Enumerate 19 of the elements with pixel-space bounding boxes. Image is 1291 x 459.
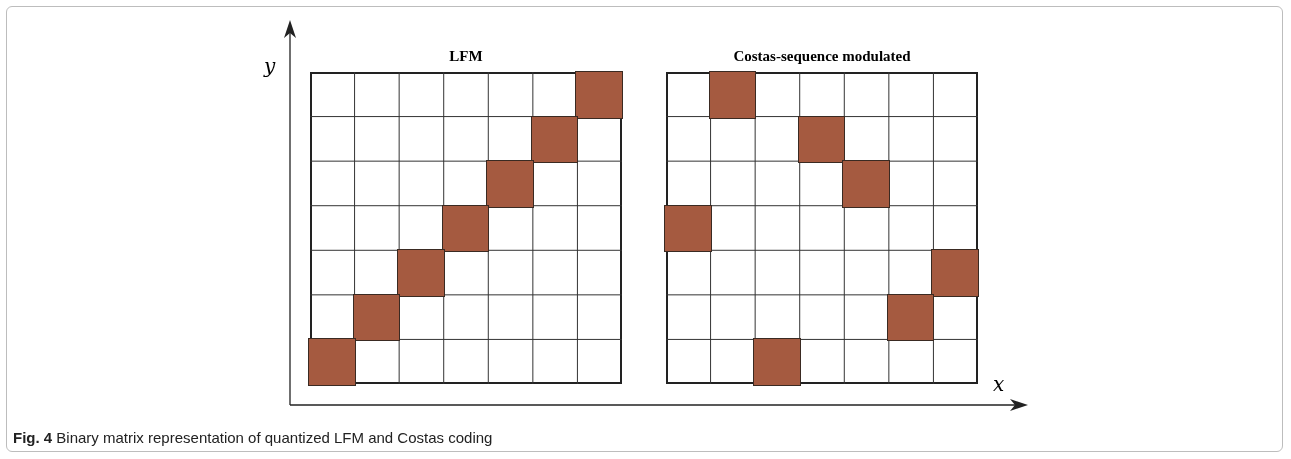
filled-cell <box>352 293 401 342</box>
filled-cell <box>486 160 534 208</box>
filled-cell <box>441 204 490 253</box>
filled-cell <box>708 71 757 119</box>
filled-cell <box>397 249 445 297</box>
filled-cell <box>308 338 356 386</box>
axis-label: y <box>264 54 276 78</box>
filled-cell <box>753 338 801 386</box>
filled-cell <box>886 293 935 342</box>
filled-cell <box>664 204 712 253</box>
panel-title: LFM <box>448 48 484 65</box>
filled-cell <box>842 160 890 208</box>
filled-cell <box>931 249 979 297</box>
filled-cell <box>575 71 623 119</box>
filled-cell <box>797 115 846 164</box>
panel-title: Costas-sequence modulated <box>732 48 912 65</box>
axis-label: x <box>993 372 1005 396</box>
figure-caption: Fig. 4 Binary matrix representation of quantized LFM and Costas coding <box>13 429 493 446</box>
filled-cell <box>530 115 579 164</box>
